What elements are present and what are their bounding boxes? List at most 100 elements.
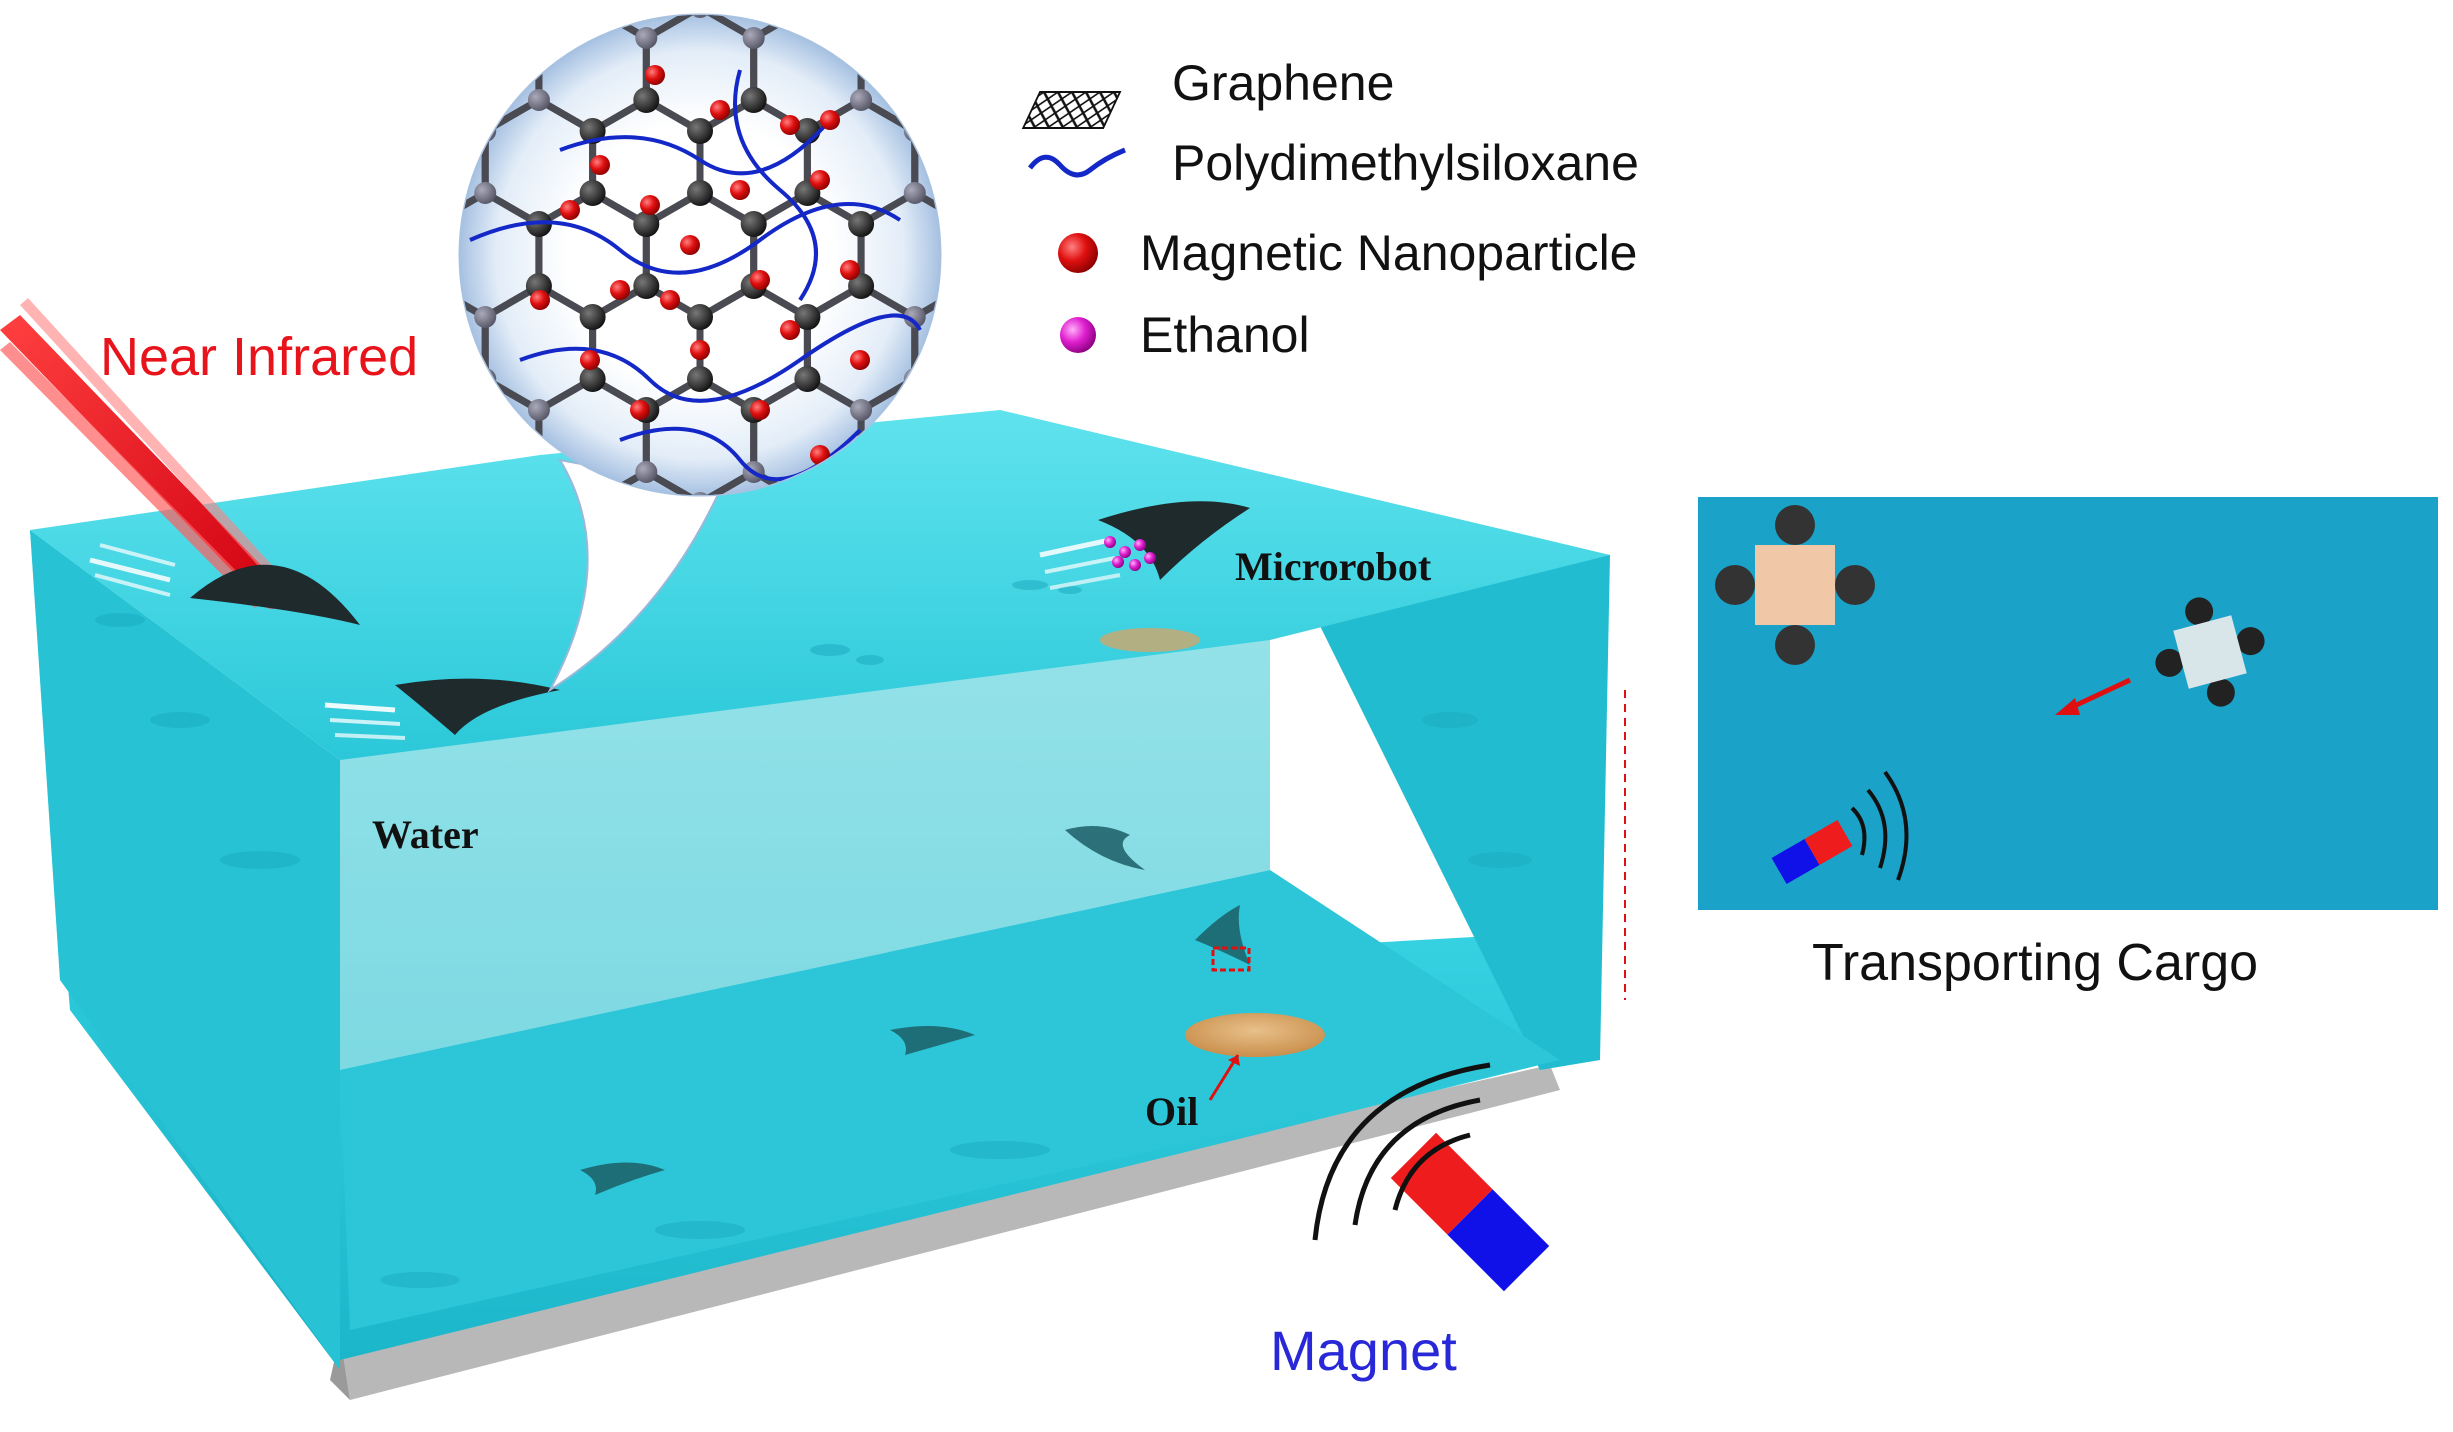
legend-item-nanoparticle: Magnetic Nanoparticle [1058,225,1638,281]
legend-label-pdms: Polydimethylsiloxane [1172,135,1639,191]
lattice-hexagon [324,193,431,317]
carbon-atom [796,15,819,18]
carbon-atom [581,15,604,18]
lattice-hexagon [1130,0,1237,38]
carbon-atom [794,366,821,392]
cargo-square-moving [2155,597,2265,707]
nanoparticle [640,195,660,215]
carbon-atom [687,366,713,392]
nanoparticle [610,280,630,300]
tank-floor [340,870,1560,1330]
lattice-hexagon [803,15,919,43]
nanoparticle [730,180,750,200]
carbon-atom [1065,399,1087,421]
nanoparticle [750,270,770,290]
carbon-atom [313,213,335,235]
carbon-atom [206,399,228,421]
legend-label-ethanol: Ethanol [1140,307,1310,363]
carbon-atom [1011,0,1033,18]
carbon-atom [579,304,606,330]
lattice-hexagon [460,15,489,43]
carbon-atom [742,27,765,49]
legend-item-graphene: Graphene [1021,55,1394,129]
label-water: Water [372,812,479,857]
nanoparticle [840,260,860,280]
legend-label-graphene: Graphene [1172,55,1394,111]
carbon-atom [259,0,281,18]
carbon-atom [957,89,979,111]
carbon-atom [313,399,335,421]
legend: Graphene Polydimethylsiloxane Magnetic N… [1021,55,1639,363]
label-magnet: Magnet [1270,1319,1457,1382]
carbon-atom [635,461,658,483]
nanoparticle [580,350,600,370]
carbon-atom [421,275,443,297]
water-tank [30,410,1610,1400]
carbon-atom [633,211,660,237]
carbon-atom [259,120,281,142]
red-sphere-icon [1058,233,1098,273]
nanoparticle [690,340,710,360]
carbon-atom [1011,182,1033,204]
nanoparticle [630,400,650,420]
magnet [1312,1062,1550,1292]
nanoparticle [850,350,870,370]
carbon-atom [1065,275,1087,297]
carbon-atom [1011,306,1033,328]
carbon-atom [527,89,550,111]
inset-magnet-icon [1771,770,1909,884]
nanoparticle [680,235,700,255]
carbon-atom [1226,368,1248,390]
carbon-atom [206,213,228,235]
nanoparticle [645,65,665,85]
magenta-sphere-icon [1060,317,1096,353]
label-microrobot: Microrobot [1235,544,1432,589]
label-near-infrared: Near Infrared [100,327,418,387]
carbon-atom [259,306,281,328]
graphene-sheet-icon [1021,91,1122,129]
legend-item-ethanol: Ethanol [1060,307,1310,363]
carbon-atom [313,27,335,49]
nanoparticle [710,100,730,120]
carbon-atom [903,15,926,18]
carbon-atom [313,89,335,111]
lattice-hexagon [911,281,940,415]
lattice-hexagon [217,379,324,503]
carbon-atom [794,304,821,330]
carbon-atom [1119,306,1141,328]
nanoparticle [810,170,830,190]
nanoparticle [590,155,610,175]
nanoparticle [560,200,580,220]
carbon-atom [687,304,713,330]
carbon-atom [313,461,335,483]
carbon-atom [957,213,979,235]
carbon-atom [1172,27,1194,49]
carbon-atom [367,182,389,204]
carbon-atom [579,366,606,392]
carbon-atom [848,273,875,299]
carbon-atom [206,27,228,49]
nanoparticle [780,115,800,135]
direction-arrow-icon [2055,677,2132,715]
microrobot-surface-left [89,543,360,625]
lattice-hexagon [270,100,377,224]
near-infrared-laser [0,298,290,609]
magnetic-field-icon [1312,1062,1491,1241]
carbon-atom [313,275,335,297]
carbon-atom [474,182,497,204]
lattice-hexagon [324,7,431,131]
highlight-box [1211,946,1251,972]
carbon-atom [206,461,228,483]
carbon-atom [903,306,926,328]
water-surface [30,410,1610,760]
legend-label-nanoparticle: Magnetic Nanoparticle [1140,225,1638,281]
transport-inset [1698,497,2438,910]
carbon-atom [1011,368,1033,390]
carbon-atom [850,27,873,49]
carbon-atom [527,399,550,421]
carbon-atom [957,27,979,49]
carbon-atom [1119,120,1141,142]
carbon-atom [1119,0,1141,18]
nanoparticle [660,290,680,310]
